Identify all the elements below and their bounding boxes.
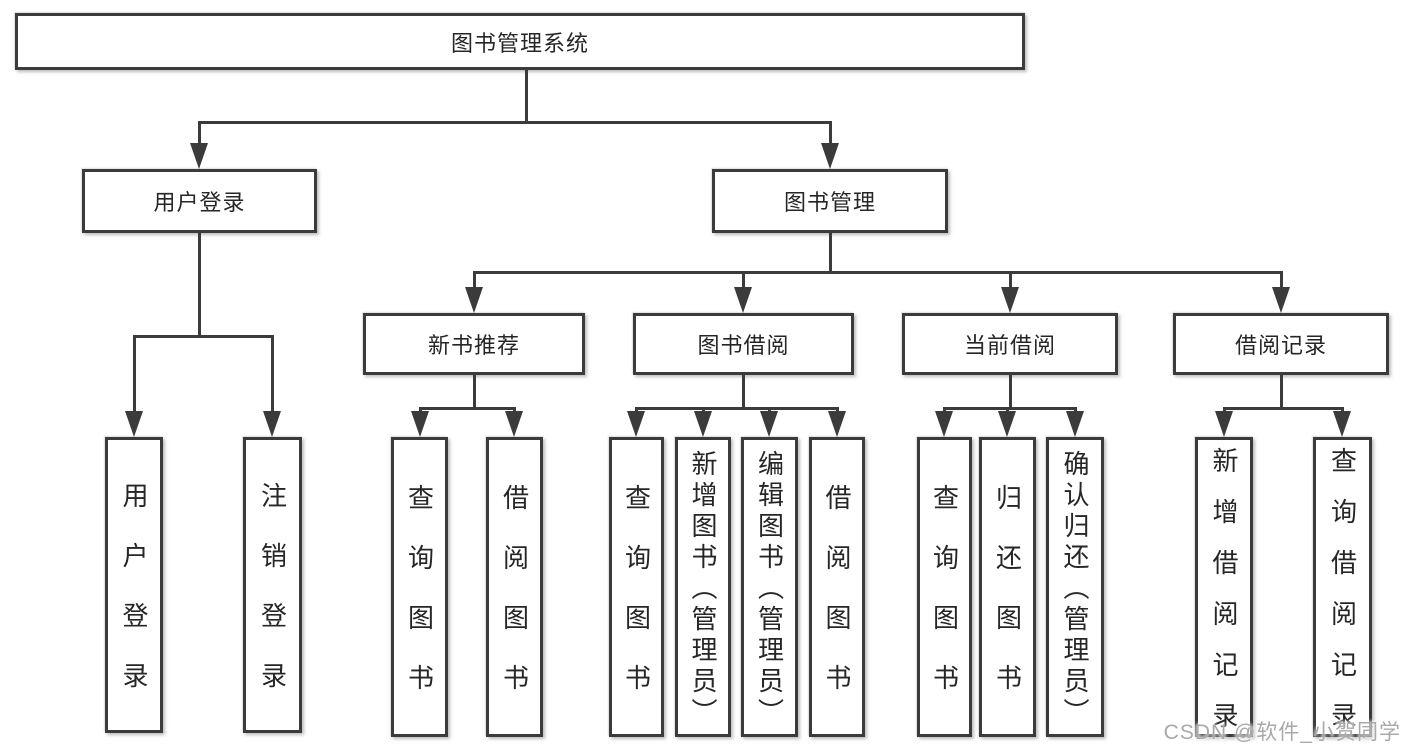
connector-root-split-h (198, 121, 832, 124)
node-library-system: 图书管理系统 (15, 13, 1025, 70)
leaf-borrow-books-2: 借阅图书 (809, 437, 865, 737)
arrow-down-icon-add-book (694, 411, 712, 437)
connector-book-management-split-h (473, 271, 1283, 274)
node-borrow-records-label: 借阅记录 (1234, 333, 1327, 358)
leaf-borrow-books-1-label: 借阅图书 (499, 484, 530, 724)
node-current-borrow: 当前借阅 (902, 313, 1118, 375)
connector-user-login-stem (198, 232, 201, 338)
connector-to-current-borrow-shaft (1009, 271, 1012, 295)
leaf-add-borrow-record-label: 新增借阅记录 (1209, 446, 1239, 747)
leaf-borrow-books-1: 借阅图书 (486, 437, 543, 737)
node-user-login-label: 用户登录 (153, 190, 246, 215)
connector-root-stem (525, 69, 528, 124)
node-current-borrow-label: 当前借阅 (963, 333, 1056, 358)
arrow-down-icon-add-record (1215, 411, 1233, 437)
arrow-down-icon-query-books-1 (411, 411, 429, 437)
leaf-edit-book-admin: 编辑图书（管理员） (741, 437, 798, 737)
connector-to-book-borrow-shaft (742, 271, 745, 295)
node-borrow-records: 借阅记录 (1173, 313, 1389, 375)
leaf-return-books-label: 归还图书 (992, 484, 1023, 724)
node-book-management: 图书管理 (712, 169, 948, 233)
arrow-down-icon-current-borrow (1001, 287, 1019, 313)
leaf-query-books-3: 查询图书 (917, 437, 972, 737)
leaf-add-book-admin: 新增图书（管理员） (675, 437, 731, 737)
connector-borrow-records-split-h (1223, 407, 1344, 410)
leaf-user-login: 用户登录 (105, 437, 163, 733)
leaf-query-books-1-label: 查询图书 (404, 484, 435, 724)
connector-current-borrow-split-h (943, 407, 1077, 410)
connector-book-management-stem (829, 232, 832, 274)
arrow-down-icon-new-book (465, 287, 483, 313)
leaf-edit-book-admin-label: 编辑图书（管理员） (754, 450, 785, 729)
connector-to-leaf-logout-shaft (271, 335, 274, 415)
leaf-logout: 注销登录 (243, 437, 302, 733)
connector-to-book-management-shaft (829, 121, 832, 151)
connector-to-new-book-shaft (473, 271, 476, 295)
arrow-down-icon-confirm-return (1066, 411, 1084, 437)
connector-book-borrow-stem (742, 375, 745, 410)
leaf-borrow-books-2-label: 借阅图书 (822, 484, 852, 724)
arrow-down-icon-user-login (190, 143, 208, 169)
node-book-management-label: 图书管理 (783, 190, 876, 215)
connector-new-book-split-h (419, 407, 516, 410)
node-new-book-recommend: 新书推荐 (363, 313, 585, 375)
arrow-down-icon-leaf-logout (263, 411, 281, 437)
node-library-system-label: 图书管理系统 (450, 30, 589, 56)
node-book-borrow: 图书借阅 (633, 313, 854, 375)
arrow-down-icon-return-books (998, 411, 1016, 437)
leaf-add-borrow-record: 新增借阅记录 (1195, 437, 1253, 747)
leaf-logout-label: 注销登录 (257, 482, 288, 722)
leaf-query-books-1: 查询图书 (391, 437, 448, 737)
node-user-login: 用户登录 (82, 169, 317, 233)
arrow-down-icon-book-borrow (734, 287, 752, 313)
arrow-down-icon-borrow-records (1272, 287, 1290, 313)
arrow-down-icon-leaf-user-login (125, 411, 143, 437)
leaf-confirm-return-admin: 确认归还（管理员） (1046, 437, 1104, 737)
arrow-down-icon-query-books-3 (935, 411, 953, 437)
arrow-down-icon-borrow-books-2 (828, 411, 846, 437)
leaf-add-book-admin-label: 新增图书（管理员） (688, 450, 718, 729)
node-book-borrow-label: 图书借阅 (697, 333, 790, 358)
connector-to-borrow-records-shaft (1280, 271, 1283, 295)
csdn-watermark: CSDN @软件_小贺同学 (1163, 721, 1401, 744)
leaf-return-books: 归还图书 (979, 437, 1036, 737)
leaf-user-login-label: 用户登录 (119, 482, 149, 722)
connector-book-borrow-split-h (635, 407, 839, 410)
arrow-down-icon-edit-book (760, 411, 778, 437)
connector-borrow-records-stem (1280, 375, 1283, 410)
arrow-down-icon-query-record (1333, 411, 1351, 437)
leaf-query-books-2: 查询图书 (609, 437, 664, 737)
arrow-down-icon-borrow-books-1 (505, 411, 523, 437)
node-new-book-recommend-label: 新书推荐 (427, 333, 520, 358)
arrow-down-icon-query-books-2 (627, 411, 645, 437)
leaf-query-books-3-label: 查询图书 (929, 484, 960, 724)
connector-to-user-login-shaft (198, 121, 201, 151)
leaf-query-borrow-record: 查询借阅记录 (1313, 437, 1372, 747)
arrow-down-icon-book-management (821, 143, 839, 169)
leaf-query-books-2-label: 查询图书 (621, 484, 652, 724)
connector-current-borrow-stem (1009, 375, 1012, 410)
connector-to-leaf-user-login-shaft (133, 335, 136, 415)
leaf-confirm-return-admin-label: 确认归还（管理员） (1060, 450, 1090, 729)
connector-new-book-stem (473, 375, 476, 410)
leaf-query-borrow-record-label: 查询借阅记录 (1327, 446, 1358, 747)
connector-user-login-split-h (133, 335, 274, 338)
